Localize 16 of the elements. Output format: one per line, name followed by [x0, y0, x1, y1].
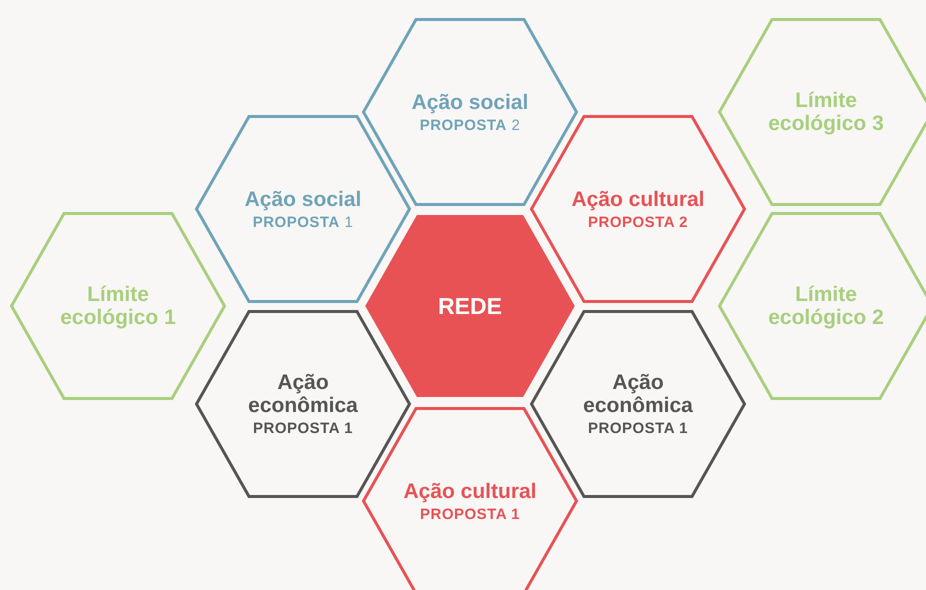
proposal-label: PROPOSTA 2	[588, 214, 688, 230]
tile-heading: Ação social	[412, 90, 528, 114]
tile-heading: Ação econômica	[582, 371, 694, 417]
tile-heading: Ação social	[244, 188, 362, 210]
proposal-label: PROPOSTA 1	[420, 506, 520, 522]
proposal-label: PROPOSTA 1	[588, 420, 688, 437]
tile-heading: Ação cultural	[571, 188, 705, 210]
tile-heading: Límite ecológico 3	[767, 89, 885, 135]
proposal-label: PROPOSTA 1	[252, 214, 354, 230]
tile-heading: Límite ecológico 1	[59, 283, 177, 329]
proposal-label: PROPOSTA 1	[252, 420, 354, 437]
tile-heading: Ação econômica	[247, 371, 359, 417]
tile-heading: Límite ecológico 2	[767, 283, 885, 329]
tile-heading: Ação cultural	[403, 480, 537, 502]
proposal-label: PROPOSTA 2	[420, 116, 520, 134]
center-label: REDE	[438, 294, 502, 318]
